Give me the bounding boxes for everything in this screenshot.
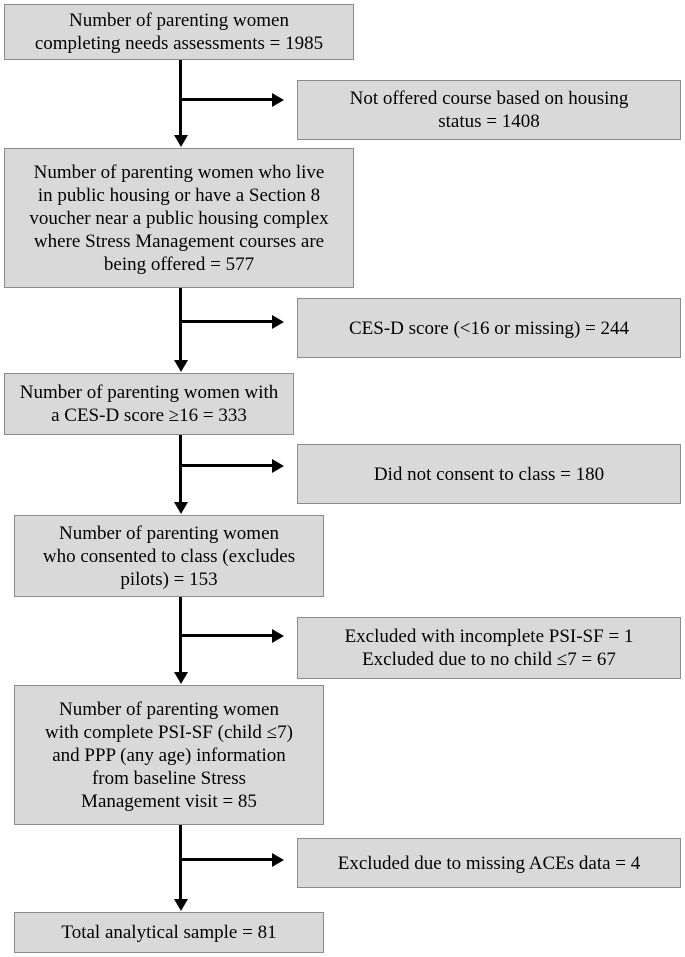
arrow-right-icon [272,93,284,107]
connector-line [181,634,273,637]
connector-line [181,858,273,861]
arrow-down-icon [174,502,188,514]
connector-line [179,288,182,361]
connector-line [179,435,182,503]
arrow-down-icon [174,135,188,147]
arrow-down-icon [174,899,188,911]
arrow-right-icon [272,315,284,329]
side-box-not-offered: Not offered course based on housing stat… [297,80,681,140]
side-box-aces-excluded: Excluded due to missing ACEs data = 4 [297,838,681,888]
arrow-down-icon [174,360,188,372]
side-box-not-consented: Did not consent to class = 180 [297,444,681,504]
main-box-complete-psi-sf: Number of parenting women with complete … [14,685,324,825]
connector-line [179,597,182,673]
main-box-consented: Number of parenting women who consented … [14,515,324,597]
main-box-ces-d-score: Number of parenting women with a CES-D s… [4,373,294,435]
connector-line [181,464,273,467]
side-box-psi-excluded: Excluded with incomplete PSI-SF = 1 Excl… [297,617,681,679]
arrow-right-icon [272,629,284,643]
arrow-right-icon [272,853,284,867]
main-box-total-sample: Total analytical sample = 81 [14,912,324,953]
connector-line [179,60,182,136]
main-box-public-housing: Number of parenting women who live in pu… [4,148,354,288]
main-box-needs-assessments: Number of parenting women completing nee… [4,4,354,60]
arrow-right-icon [272,459,284,473]
connector-line [181,98,273,101]
side-box-ces-d-excluded: CES-D score (<16 or missing) = 244 [297,298,681,358]
connector-line [179,825,182,900]
connector-line [181,320,273,323]
arrow-down-icon [174,672,188,684]
